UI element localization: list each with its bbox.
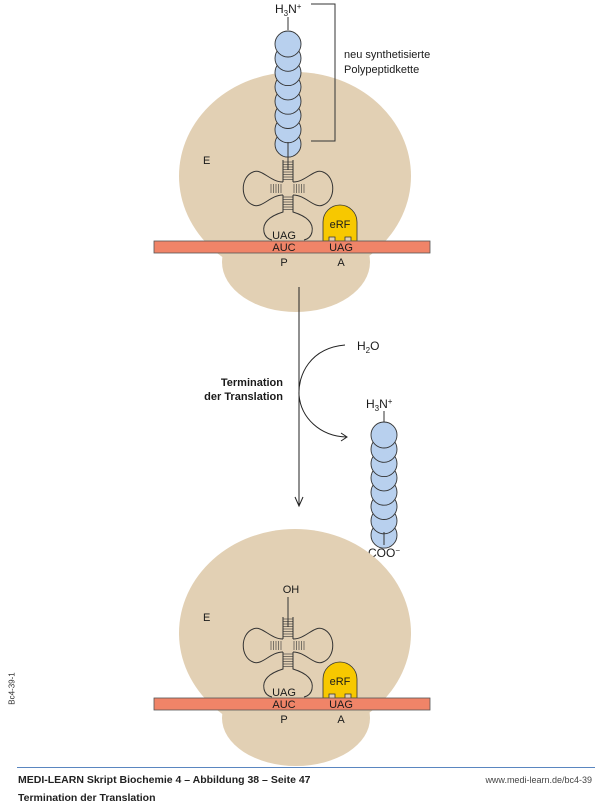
bottom-codon-p: AUC	[272, 699, 295, 711]
transition-label-line2: der Translation	[204, 391, 283, 403]
top-codon-p: AUC	[272, 242, 295, 254]
bottom-a-site-label: A	[337, 714, 345, 726]
top-anticodon: UAG	[272, 230, 296, 242]
amino-acid-bead	[274, 30, 302, 58]
trna-strand	[292, 195, 313, 241]
top-trna	[242, 160, 334, 241]
footer-rule	[17, 767, 595, 768]
top-n-terminus-label: H3N+	[275, 2, 302, 18]
top-polypeptide-chain	[274, 30, 302, 158]
footer-url: www.medi-learn.de/bc4-39	[485, 775, 592, 785]
bottom-erf-label: eRF	[330, 676, 351, 688]
released-n-terminus-label: H3N+	[366, 397, 393, 413]
water-curve-arrow	[298, 344, 348, 442]
bracket-label-line2: Polypeptidkette	[344, 64, 419, 76]
top-p-site-label: P	[280, 257, 287, 269]
trna-strand	[292, 652, 313, 698]
trna-strand	[292, 627, 334, 664]
bottom-trna-oh-label: OH	[283, 584, 300, 596]
trna-strand	[263, 652, 284, 698]
trna-strand	[282, 160, 294, 182]
trna-strand	[292, 170, 334, 207]
bottom-anticodon: UAG	[272, 687, 296, 699]
trna-strand	[242, 627, 284, 664]
bottom-mrna-strand	[153, 697, 431, 711]
trna-strand	[282, 617, 294, 639]
footer-subtitle: Termination der Translation	[18, 792, 156, 804]
amino-acid-bead	[370, 421, 398, 449]
bottom-release-factor: eRF	[322, 661, 358, 699]
bottom-trna	[242, 617, 334, 698]
chain-bracket	[311, 3, 336, 142]
bottom-ribosome	[179, 529, 411, 766]
top-erf-label: eRF	[330, 219, 351, 231]
bottom-e-site-label: E	[203, 612, 210, 624]
top-mrna-strand	[153, 240, 431, 254]
transition-label-line1: Termination	[221, 377, 283, 389]
water-label: H2O	[357, 339, 379, 355]
bottom-p-site-label: P	[280, 714, 287, 726]
top-release-factor: eRF	[322, 204, 358, 242]
footer-title: MEDI-LEARN Skript Biochemie 4 – Abbildun…	[18, 774, 311, 786]
trna-strand	[263, 195, 284, 241]
figure-code: Bc4-39-1	[7, 672, 17, 705]
released-c-terminus-label: COO−	[368, 546, 400, 560]
top-a-site-label: A	[337, 257, 345, 269]
top-codon-a: UAG	[329, 242, 353, 254]
bottom-codon-a: UAG	[329, 699, 353, 711]
top-e-site-label: E	[203, 155, 210, 167]
bracket-label-line1: neu synthetisierte	[344, 49, 430, 61]
trna-strand	[242, 170, 284, 207]
released-polypeptide-chain	[370, 421, 398, 549]
